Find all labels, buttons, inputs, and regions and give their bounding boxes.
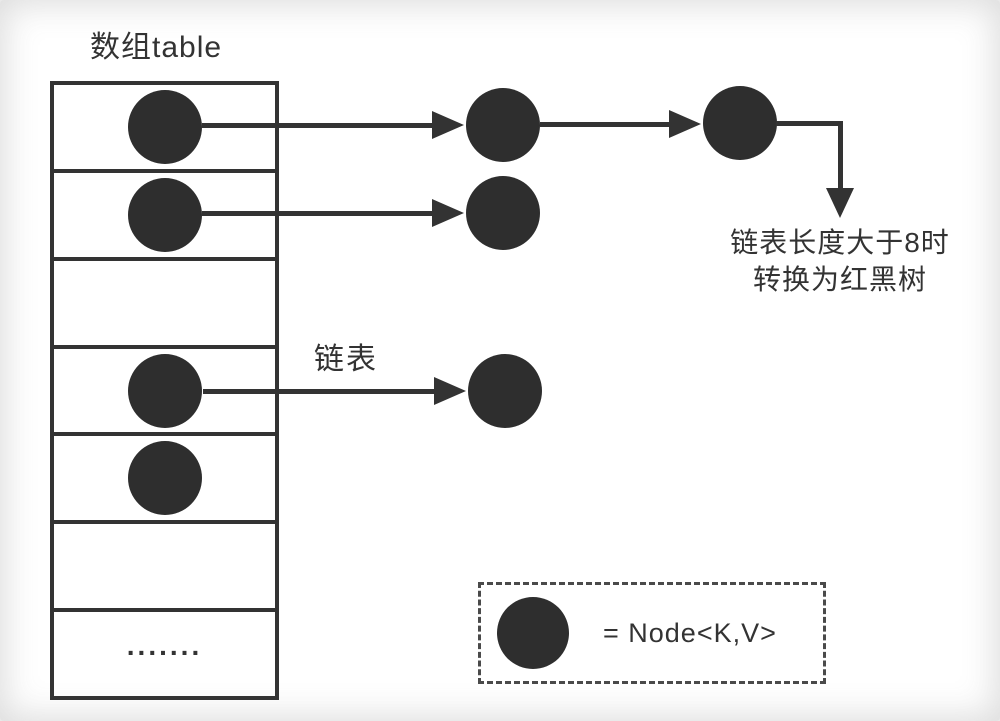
annotation-line-1: 链表长度大于8时 [730, 227, 950, 258]
linked-list-label: 链表 [314, 343, 378, 376]
node-icon [468, 354, 542, 428]
arrow-head-icon [669, 110, 701, 138]
arrow-head-down-icon [826, 188, 854, 218]
elbow-arrow-vertical [838, 121, 843, 191]
arrow-shaft [203, 389, 436, 394]
node-icon [127, 353, 202, 428]
bucket-row-0 [54, 85, 275, 173]
annotation-line-2: 转换为红黑树 [752, 264, 927, 295]
bucket-row-6: ....... [54, 612, 275, 696]
legend-text: = Node<K,V> [603, 617, 777, 648]
ellipsis-dots: ....... [126, 630, 203, 662]
legend-box: = Node<K,V> [478, 582, 826, 684]
node-icon [127, 441, 202, 516]
arrow-head-icon [434, 377, 466, 405]
arrow-shaft [202, 211, 434, 216]
arrow-shaft [540, 122, 670, 127]
bucket-row-1 [54, 173, 275, 261]
bucket-row-3 [54, 349, 275, 437]
node-icon [703, 86, 777, 160]
bucket-row-2 [54, 261, 275, 349]
elbow-arrow-horizontal [776, 121, 843, 126]
arrow-shaft [202, 123, 434, 128]
array-title: 数组table [90, 31, 223, 64]
node-icon [466, 176, 540, 250]
legend-node-icon [497, 597, 569, 669]
bucket-row-4 [54, 436, 275, 525]
arrow-head-icon [432, 199, 464, 227]
bucket-row-5 [54, 524, 275, 613]
node-icon [466, 88, 540, 162]
node-icon [127, 89, 202, 164]
arrow-head-icon [432, 111, 464, 139]
node-icon [127, 177, 202, 252]
treeify-annotation: 链表长度大于8时 转换为红黑树 [690, 224, 990, 298]
bucket-array-table: ....... [50, 81, 279, 700]
